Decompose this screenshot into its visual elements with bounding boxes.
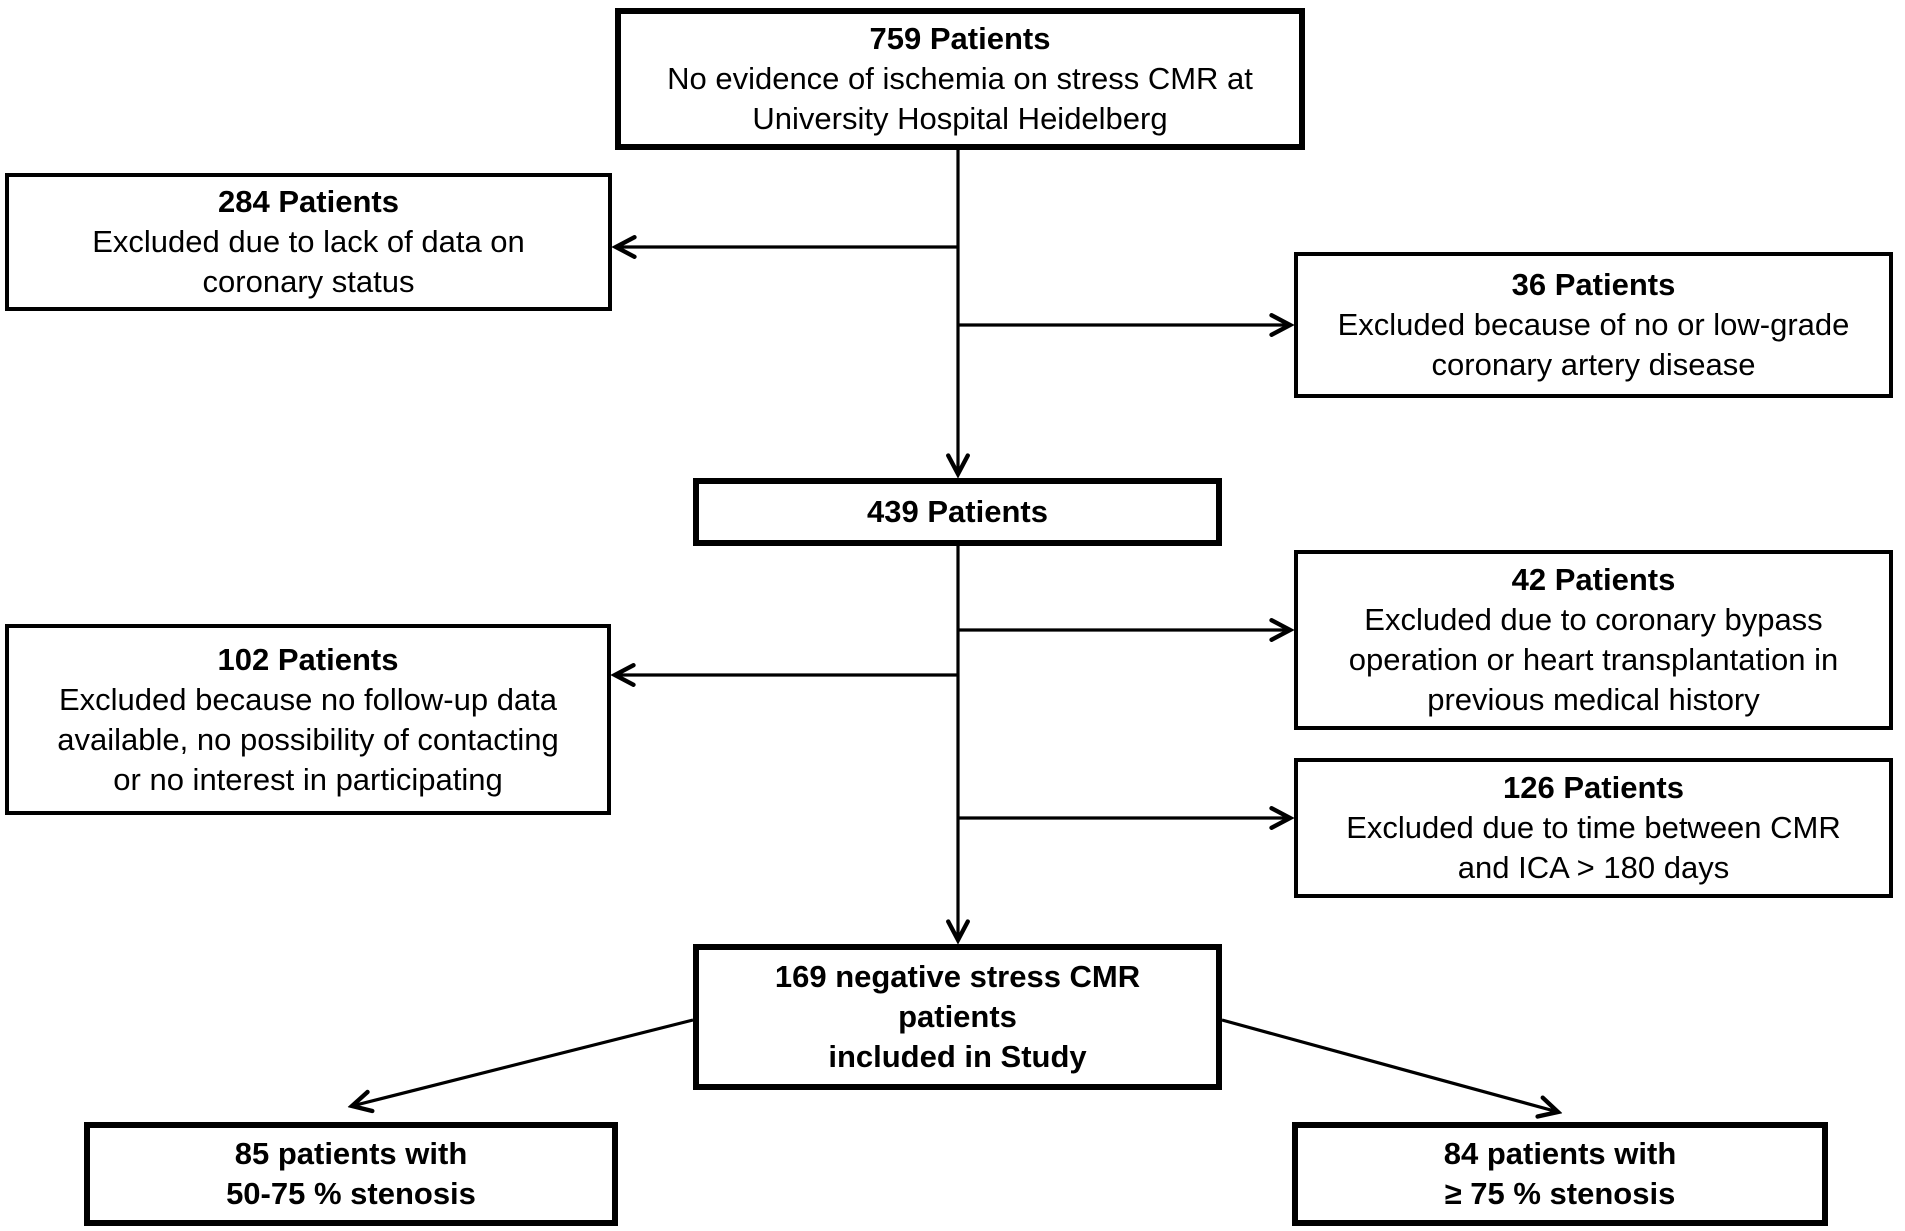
node-desc-line: and ICA > 180 days [1457,850,1730,885]
flow-node-85-stenosis-50-75: 85 patients with 50-75 % stenosis [84,1122,618,1226]
node-title-line: ≥ 75 % stenosis [1444,1176,1676,1211]
node-desc-line: available, no possibility of contacting [57,721,559,757]
node-desc-line: Excluded because no follow-up data [58,681,558,717]
node-desc-line: coronary status [202,264,415,299]
flow-node-439-patients: 439 Patients [693,478,1222,546]
node-desc-line: Excluded because of no or low-grade [1337,307,1850,342]
node-count: 42 Patients [1511,562,1676,597]
node-title-line: 169 negative stress CMR [774,959,1141,994]
arrow-169-to-84 [1221,1018,1558,1112]
node-desc-line: Excluded due to time between CMR [1346,810,1841,845]
flow-node-102-excluded: 102 Patients Excluded because no follow-… [5,624,611,815]
node-desc-line: University Hospital Heidelberg [752,101,1168,136]
node-desc-line: No evidence of ischemia on stress CMR at [667,61,1253,96]
flow-node-169-included: 169 negative stress CMR patients include… [693,944,1222,1090]
node-count: 126 Patients [1503,770,1684,805]
flow-node-759-patients: 759 Patients No evidence of ischemia on … [615,8,1305,150]
node-desc-line: operation or heart transplantation in [1348,642,1839,677]
flow-node-36-excluded: 36 Patients Excluded because of no or lo… [1294,252,1893,398]
node-desc-line: coronary artery disease [1431,347,1756,382]
node-title-line: included in Study [828,1039,1087,1074]
node-count: 439 Patients [867,494,1048,529]
node-count: 759 Patients [869,21,1051,56]
node-count: 36 Patients [1511,267,1676,302]
flow-node-84-stenosis-ge-75: 84 patients with ≥ 75 % stenosis [1292,1122,1828,1226]
node-desc-line: or no interest in participating [113,761,503,797]
flow-node-284-excluded: 284 Patients Excluded due to lack of dat… [5,173,612,311]
node-title-line: 85 patients with [234,1136,468,1171]
node-desc-line: Excluded due to lack of data on [92,224,525,259]
node-count: 102 Patients [217,641,399,677]
node-title-line: patients [898,999,1017,1034]
node-desc-line: previous medical history [1427,682,1760,717]
node-title-line: 50-75 % stenosis [226,1176,476,1211]
node-count: 284 Patients [218,184,399,219]
flow-node-42-excluded: 42 Patients Excluded due to coronary byp… [1294,550,1893,730]
flow-node-126-excluded: 126 Patients Excluded due to time betwee… [1294,758,1893,898]
node-desc-line: Excluded due to coronary bypass [1364,602,1823,637]
arrow-169-to-85 [352,1018,694,1106]
node-title-line: 84 patients with [1443,1136,1677,1171]
